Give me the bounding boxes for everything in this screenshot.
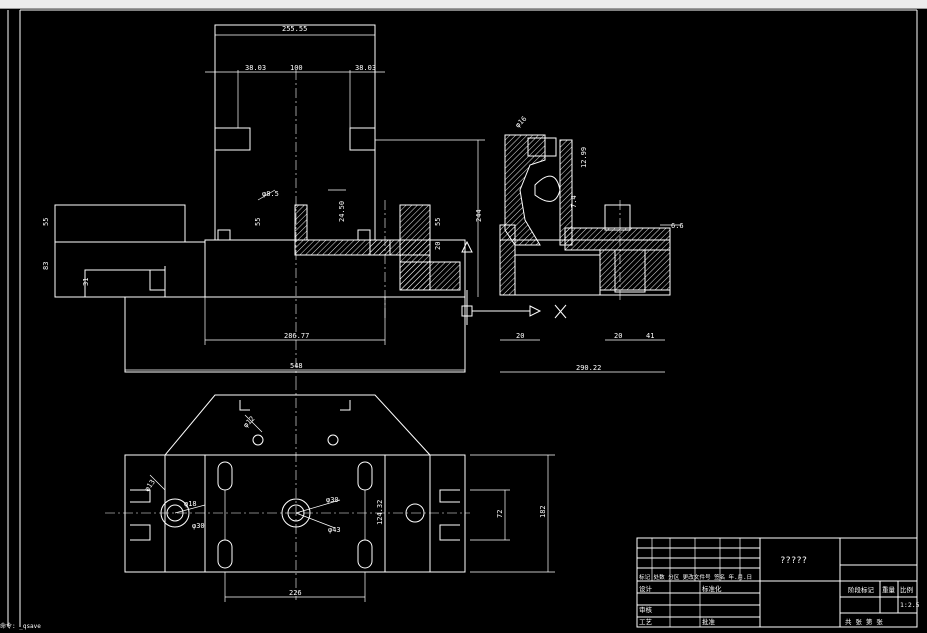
dim-38-right: 38.03 [355, 64, 376, 72]
front-view-dimensions: 255.55 38.03 100 38.03 55 83 31 φ8.5 55 … [42, 25, 485, 371]
dim-12: 12.99 [580, 147, 588, 168]
label-weight: 重量 [882, 586, 896, 594]
dim-286: 286.77 [284, 332, 309, 340]
dim-phi12: φ12 [242, 415, 257, 430]
dim-phi43: φ43 [328, 526, 341, 534]
command-line: 命令: _qsave [0, 623, 41, 630]
dim-20-c: 20 [614, 332, 622, 340]
dim-phi13: φ13 [143, 478, 157, 493]
label-approve: 批准 [702, 617, 716, 626]
dim-phi30-left: φ30 [192, 522, 205, 530]
label-design: 设计 [639, 584, 653, 593]
drawing-name: ????? [780, 556, 807, 566]
dim-phi30-center: φ30 [326, 496, 339, 504]
window-edge [0, 0, 927, 9]
dim-290: 290.22 [576, 364, 601, 372]
dim-24-50: 24.50 [338, 201, 346, 222]
dim-38-left: 38.03 [245, 64, 266, 72]
dim-72: 72 [496, 510, 504, 518]
dim-20-b: 20 [516, 332, 524, 340]
label-sheets: 共 张 第 张 [845, 617, 883, 626]
dim-20-a: 20 [434, 242, 442, 250]
dim-55-mid: 55 [254, 218, 262, 226]
dim-244: 244 [475, 209, 483, 222]
side-view [499, 134, 680, 300]
dim-182: 182 [539, 505, 547, 518]
drawing-frame [7, 9, 918, 627]
revision-header: 标记 处数 分区 更改文件号 签名 年.月.日 [639, 573, 752, 581]
dim-7-4: 7.4 [570, 195, 578, 208]
dim-100: 100 [290, 64, 303, 72]
side-view-dimensions: φ16 12.99 7.4 6.6 20 20 41 290.22 [500, 115, 684, 373]
title-block: ????? 标记 处数 分区 更改文件号 签名 年.月.日 设计 标准化 审核 … [636, 537, 920, 628]
dim-phi8-5: φ8.5 [262, 190, 279, 198]
dim-55-left: 55 [42, 218, 50, 226]
dim-124-32: 124.32 [376, 500, 384, 525]
dim-41: 41 [646, 332, 654, 340]
label-review: 审核 [639, 605, 653, 614]
dim-phi18: φ18 [184, 500, 197, 508]
label-standard: 标准化 [702, 584, 722, 593]
label-process: 工艺 [639, 618, 653, 626]
dim-55-right: 55 [434, 218, 442, 226]
label-stage: 阶段标记 [848, 585, 875, 594]
top-view [105, 380, 470, 600]
front-view [54, 24, 567, 380]
dim-6-6: 6.6 [671, 222, 684, 230]
dim-548: 548 [290, 362, 303, 370]
dim-31: 31 [82, 278, 90, 286]
dim-83: 83 [42, 262, 50, 270]
scale-value: 1:2.5 [900, 601, 920, 609]
label-scale: 比例 [900, 585, 913, 594]
dim-255: 255.55 [282, 25, 307, 33]
dim-phi16: φ16 [514, 115, 529, 130]
dim-226: 226 [289, 589, 302, 597]
